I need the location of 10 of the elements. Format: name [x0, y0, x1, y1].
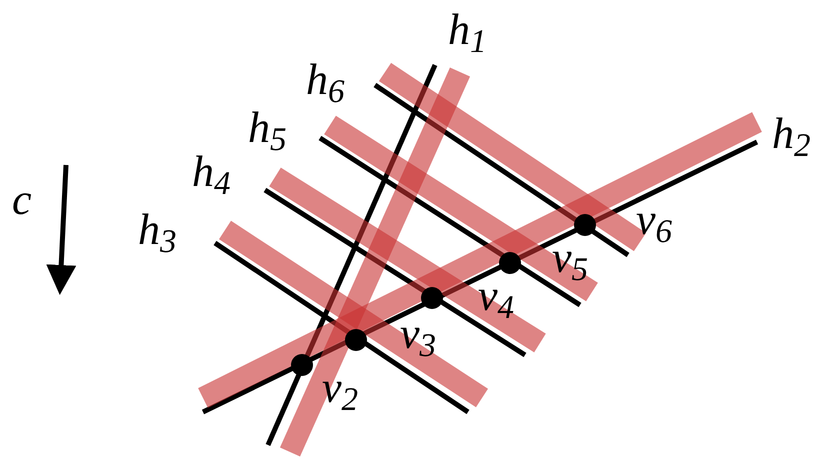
math-label: h$_{1}$	[448, 8, 486, 52]
math-label: c	[12, 178, 32, 222]
math-label: v$_{6}$	[636, 198, 672, 242]
math-label: h$_{2}$	[772, 112, 810, 156]
math-label: v$_{2}$	[322, 366, 358, 410]
math-label: h$_{5}$	[248, 106, 286, 150]
math-label: h$_{4}$	[192, 150, 230, 194]
math-label: h$_{6}$	[306, 58, 344, 102]
math-label: v$_{3}$	[400, 312, 436, 356]
math-label: h$_{3}$	[138, 208, 176, 252]
